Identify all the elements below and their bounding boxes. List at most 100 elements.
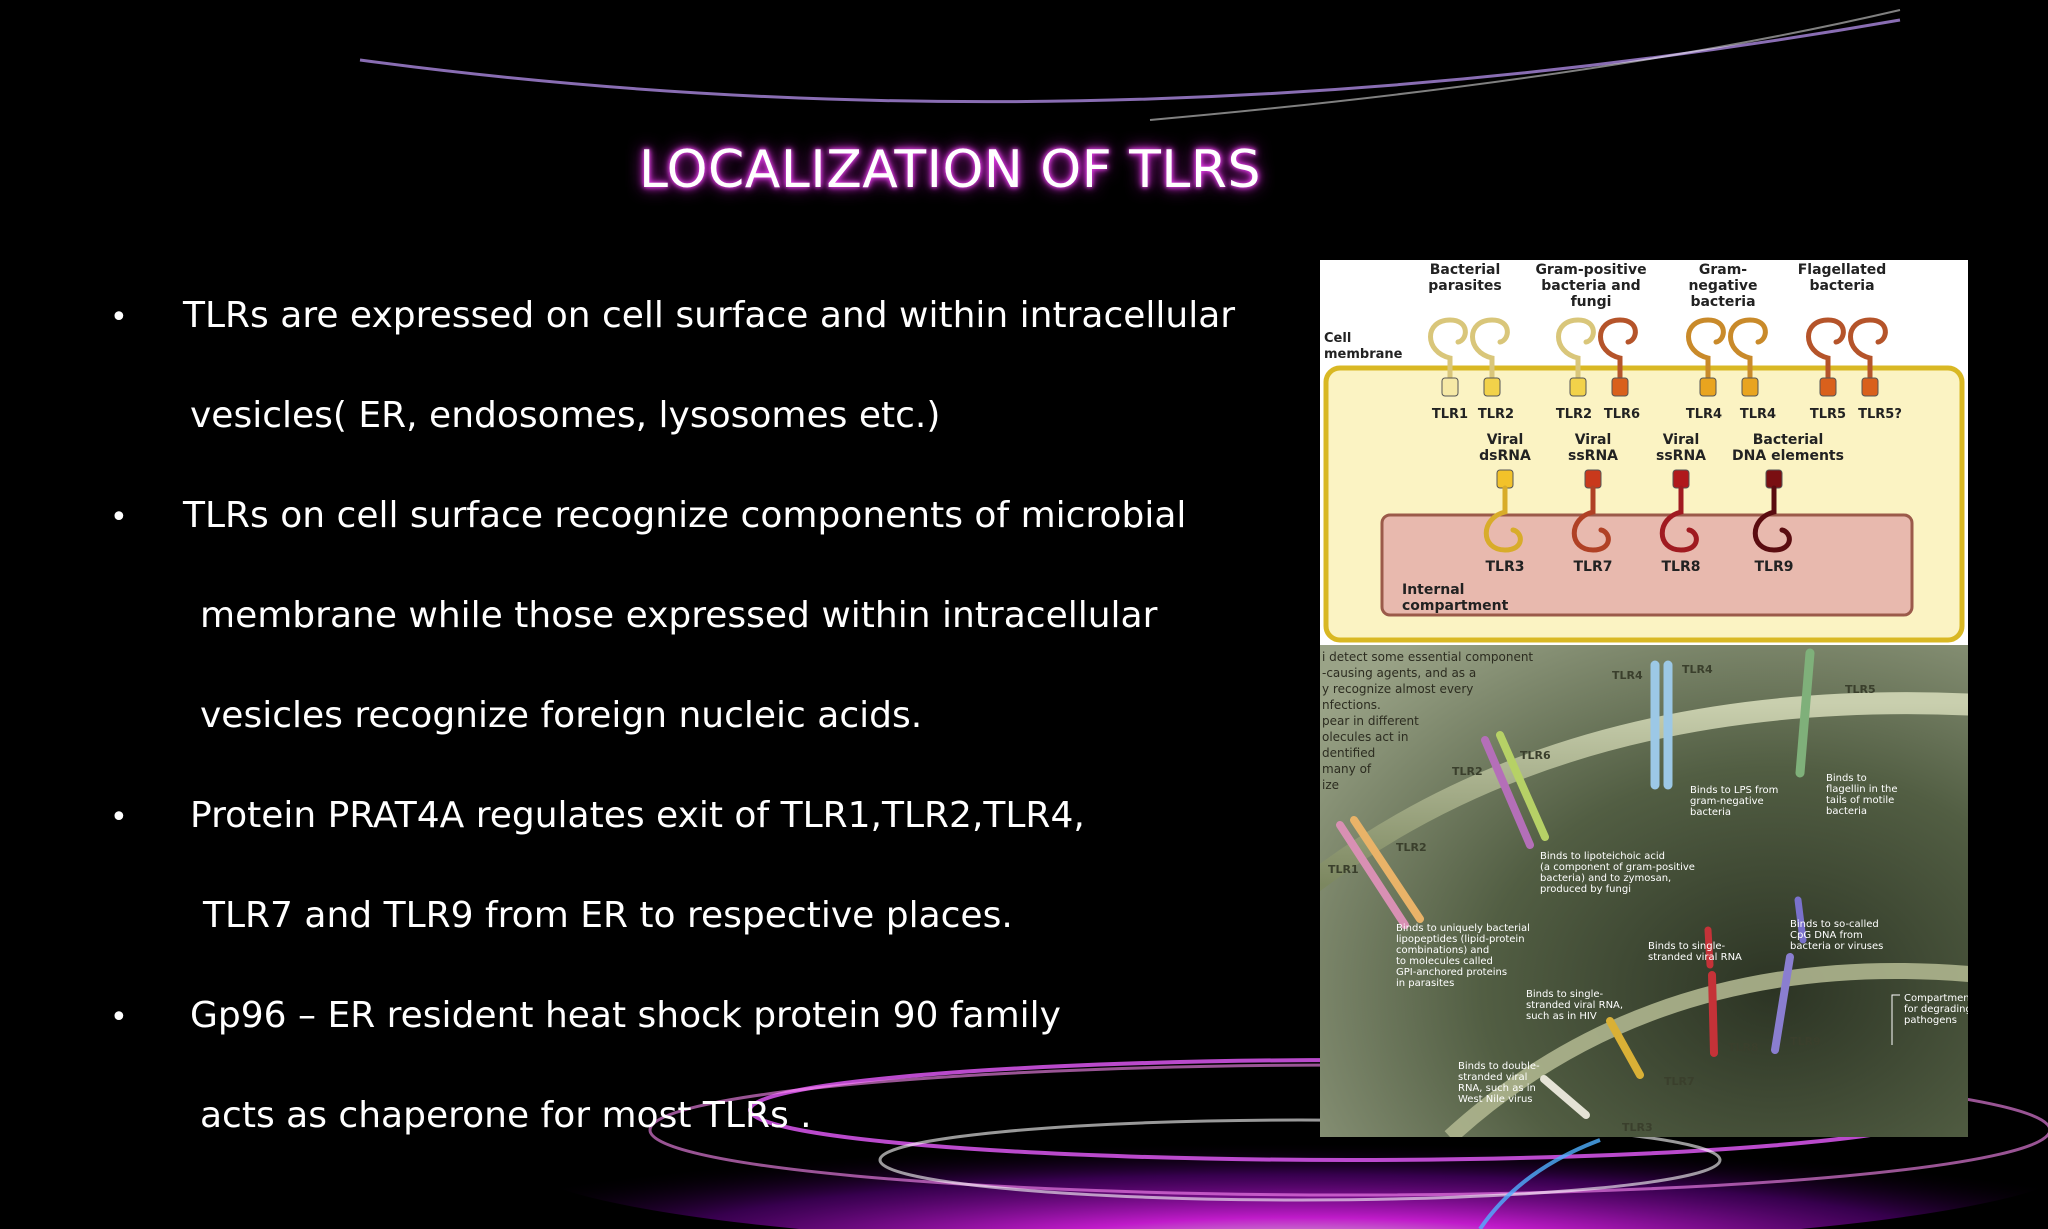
- note-line: such as in HIV: [1526, 1011, 1597, 1022]
- tlr6-receptor-shape: [1598, 317, 1638, 381]
- slide-title: LOCALIZATION OF TLRS: [638, 140, 1262, 200]
- note-line: GPI-anchored proteins: [1396, 967, 1507, 978]
- internal-compartment-label: Internal: [1402, 582, 1464, 598]
- group-label-line: negative: [1688, 278, 1757, 294]
- note-line: Binds to single-: [1526, 989, 1604, 1000]
- cell-membrane-label: Cell: [1324, 331, 1351, 346]
- bullet-text-line: TLRs on cell surface recognize component…: [183, 495, 1187, 536]
- ligand-label: Viral: [1663, 432, 1700, 448]
- surface-tlr-label: TLR6: [1604, 407, 1640, 422]
- note-line: to molecules called: [1396, 956, 1493, 967]
- note-line: CpG DNA from: [1790, 930, 1863, 941]
- surface-receptors: [1428, 317, 1888, 381]
- tlr-cell-illustration: i detect some essential component -causi…: [1320, 645, 1968, 1137]
- group-label-line: Flagellated: [1798, 262, 1887, 278]
- note-line: Binds to single-: [1648, 941, 1726, 952]
- internal-compartment-membrane: [1444, 962, 1968, 1137]
- side-text-line: pear in different: [1322, 714, 1419, 728]
- note-line: bacteria: [1826, 806, 1867, 817]
- note-line: Binds to LPS from: [1690, 785, 1778, 796]
- ligand-label: dsRNA: [1479, 448, 1531, 464]
- surface-tlr-label: TLR4: [1740, 407, 1776, 422]
- note-line: West Nile virus: [1458, 1094, 1533, 1105]
- top-arc-line-2: [1149, 9, 1901, 121]
- note-line: Binds to so-called: [1790, 919, 1879, 930]
- side-text-line: i detect some essential component: [1322, 650, 1533, 664]
- note-line: RNA, such as in: [1458, 1083, 1536, 1094]
- ligand-label: Viral: [1487, 432, 1524, 448]
- top-glow-shape: [427, 0, 1913, 75]
- ligand-label: Viral: [1575, 432, 1612, 448]
- note-line: combinations) and: [1396, 945, 1489, 956]
- bullet-text-line: Protein PRAT4A regulates exit of TLR1,TL…: [190, 795, 1085, 836]
- bullet-text-line: acts as chaperone for most TLRs .: [200, 1095, 812, 1136]
- note-line: for degrading: [1904, 1004, 1968, 1015]
- side-text-line: many of: [1322, 762, 1372, 776]
- bullet-text-line: TLR7 and TLR9 from ER to respective plac…: [203, 895, 1013, 936]
- surface-tlr-label: TLR4: [1686, 407, 1722, 422]
- tlr5-receptor-shape: [1848, 317, 1888, 381]
- note-line: bacteria) and to zymosan,: [1540, 873, 1671, 884]
- bullet-text-line: Gp96 – ER resident heat shock protein 90…: [190, 995, 1061, 1036]
- side-text-line: ize: [1322, 778, 1339, 792]
- side-text-line: dentified: [1322, 746, 1375, 760]
- tlr2-receptor-shape: [1470, 317, 1510, 381]
- note-line: bacteria or viruses: [1790, 941, 1883, 952]
- receptor-label: TLR4: [1682, 663, 1713, 676]
- note-line: Binds to: [1826, 773, 1867, 784]
- note-line: stranded viral: [1458, 1072, 1527, 1083]
- note-line: stranded viral RNA,: [1526, 1000, 1623, 1011]
- note-line: Binds to double-: [1458, 1061, 1540, 1072]
- note-line: Binds to uniquely bacterial: [1396, 923, 1530, 934]
- internal-tlr-label: TLR9: [1755, 559, 1794, 575]
- side-text-line: nfections.: [1322, 698, 1381, 712]
- note-line: tails of motile: [1826, 795, 1894, 806]
- internal-tlr-label: TLR7: [1574, 559, 1613, 575]
- side-text-line: y recognize almost every: [1322, 682, 1473, 696]
- internal-tlr-label: TLR8: [1662, 559, 1701, 575]
- note-line: pathogens: [1904, 1015, 1957, 1026]
- tlr-cell-illustration-svg: i detect some essential component -causi…: [1320, 645, 1968, 1137]
- surface-tlr-label: TLR2: [1478, 407, 1514, 422]
- ligand-label: ssRNA: [1568, 448, 1618, 464]
- tlr-schematic-svg: Bacterial parasites Gram-positive bacter…: [1323, 262, 1965, 643]
- compartment-bracket: [1891, 994, 1900, 1045]
- tlr3-receptor-shape: [1483, 485, 1523, 553]
- tlr4-receptor-shape: [1728, 317, 1768, 381]
- bullet-text-line: vesicles recognize foreign nucleic acids…: [200, 695, 923, 736]
- group-label-line: bacteria: [1690, 294, 1755, 310]
- internal-compartment-shape: [1380, 513, 1914, 617]
- bullet-text-line: vesicles( ER, endosomes, lysosomes etc.): [190, 395, 941, 436]
- bullet-marker: •: [110, 300, 128, 335]
- receptor-label: TLR3: [1622, 1121, 1653, 1134]
- receptor-label: TLR5: [1845, 683, 1876, 696]
- group-label-line: bacteria: [1809, 278, 1874, 294]
- receptor-label: TLR7: [1664, 1075, 1695, 1088]
- tlr8-receptor-shape: [1659, 485, 1699, 553]
- bullet-marker: •: [110, 1000, 128, 1035]
- side-text-line: -causing agents, and as a: [1322, 666, 1476, 680]
- surface-receptor-bases: [1441, 377, 1879, 397]
- ligand-label: ssRNA: [1656, 448, 1706, 464]
- ligand-label: DNA elements: [1732, 448, 1844, 464]
- ligand-label: Bacterial: [1753, 432, 1824, 448]
- bullet-marker: •: [110, 500, 128, 535]
- group-label-line: Gram-: [1699, 262, 1747, 278]
- surface-tlr-label: TLR5?: [1858, 407, 1902, 422]
- note-line: (a component of gram-positive: [1540, 862, 1695, 873]
- bullet-text-line: TLRs are expressed on cell surface and w…: [183, 295, 1236, 336]
- tlr9-receptor-shape: [1752, 485, 1792, 553]
- bullet-list: • TLRs are expressed on cell surface and…: [110, 295, 1236, 1136]
- note-line: stranded viral RNA: [1648, 952, 1742, 963]
- internal-receptor-bases: [1496, 469, 1783, 489]
- note-line: flagellin in the: [1826, 784, 1897, 795]
- group-label-line: parasites: [1428, 278, 1501, 294]
- surface-tlr-label: TLR5: [1810, 407, 1846, 422]
- note-line: lipopeptides (lipid-protein: [1396, 934, 1525, 945]
- internal-tlr-label: TLR3: [1486, 559, 1525, 575]
- receptor-label: TLR1: [1328, 863, 1359, 876]
- surface-tlr-label: TLR1: [1432, 407, 1468, 422]
- receptor-label: TLR2: [1452, 765, 1483, 778]
- tlr2-receptor-shape: [1556, 317, 1596, 381]
- bullet-marker: •: [110, 800, 128, 835]
